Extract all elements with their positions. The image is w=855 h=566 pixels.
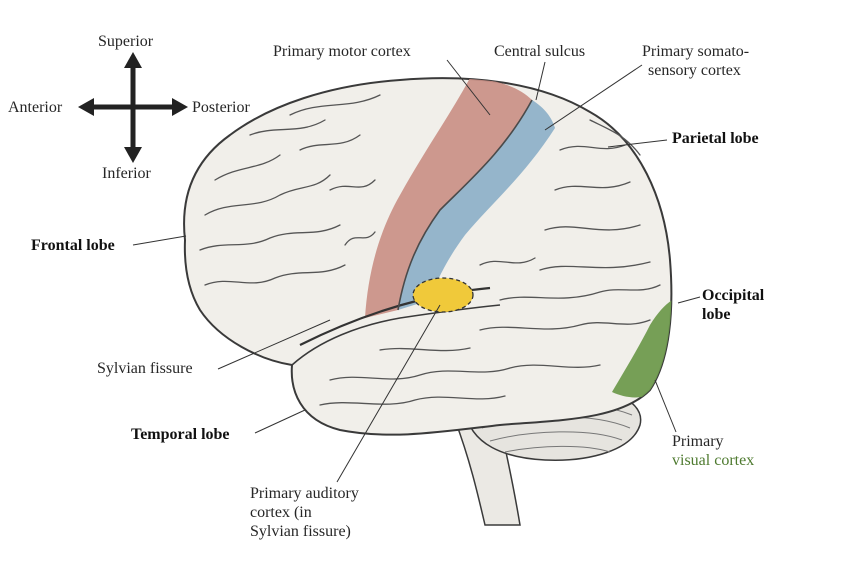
primary-visual-cortex-label: Primary visual cortex xyxy=(672,432,754,470)
anterior-label: Anterior xyxy=(8,99,63,116)
temporal-lobe-label: Temporal lobe xyxy=(131,426,230,443)
primary-motor-cortex-label: Primary motor cortex xyxy=(273,43,411,60)
visual-label-line2: visual cortex xyxy=(672,452,755,469)
occipital-lobe-label: Occipital lobe xyxy=(702,286,764,324)
somatosensory-cortex-label: Primary somato- sensory cortex xyxy=(642,42,749,80)
posterior-label: Posterior xyxy=(192,99,250,116)
somatosensory-label-line1: Primary somato- xyxy=(642,43,750,60)
sylvian-fissure-label: Sylvian fissure xyxy=(97,360,193,377)
inferior-label: Inferior xyxy=(102,165,151,182)
primary-visual-cortex-region xyxy=(612,300,672,398)
central-sulcus-label: Central sulcus xyxy=(494,43,586,60)
auditory-label-line3: Sylvian fissure) xyxy=(250,523,351,540)
occipital-label-line1: Occipital xyxy=(702,287,765,304)
primary-auditory-cortex-region xyxy=(412,277,474,313)
frontal-lobe-label: Frontal lobe xyxy=(31,237,115,254)
parietal-lobe-label: Parietal lobe xyxy=(672,130,759,147)
temporal-lobe-fold xyxy=(291,304,501,366)
occipital-label-line2: lobe xyxy=(702,306,731,323)
auditory-label-line1: Primary auditory xyxy=(250,485,359,502)
somatosensory-label-line2: sensory cortex xyxy=(648,62,741,79)
primary-auditory-cortex-label: Primary auditory cortex (in Sylvian fiss… xyxy=(250,484,359,541)
superior-label: Superior xyxy=(98,33,154,50)
primary-motor-cortex-region xyxy=(365,78,532,318)
orientation-compass xyxy=(78,52,188,163)
gyri xyxy=(199,94,661,406)
visual-label-line1: Primary xyxy=(672,433,724,450)
leader-lines xyxy=(132,59,701,483)
central-sulcus-edge xyxy=(397,99,533,311)
primary-somatosensory-cortex-region xyxy=(398,100,555,310)
auditory-label-line2: cortex (in xyxy=(250,504,312,521)
